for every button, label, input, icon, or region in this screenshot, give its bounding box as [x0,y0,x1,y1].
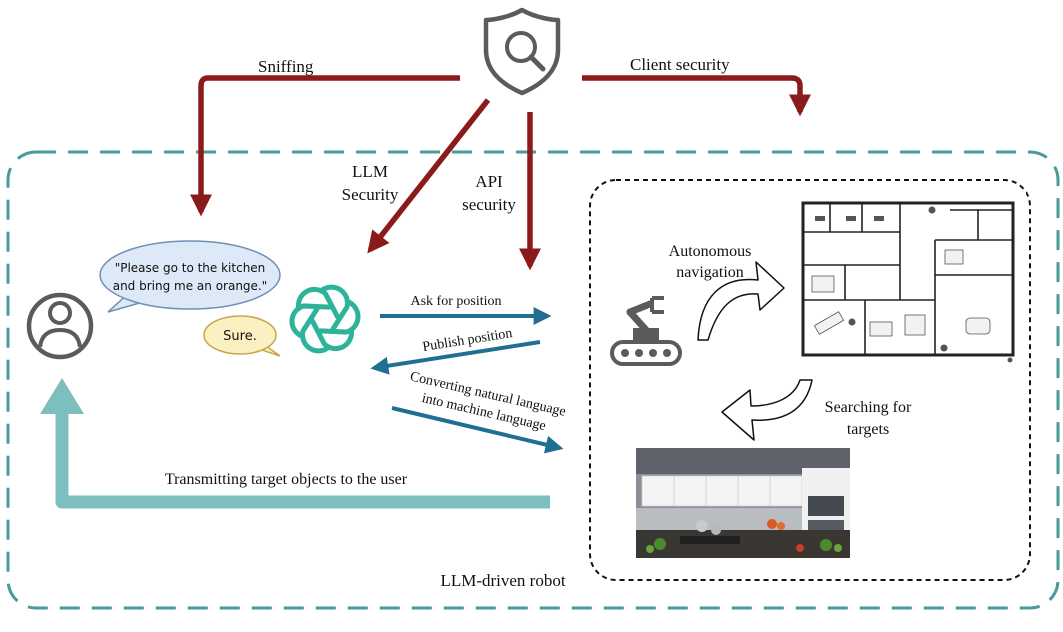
autonomous-navigation-arrow [697,261,785,341]
autonomous-navigation-label-line2: navigation [676,264,744,281]
llm-security-label-line1: LLM [352,162,388,181]
transmit-to-user-arrow [55,410,550,509]
system-label: LLM-driven robot [440,571,565,590]
llm-security-arrow [367,98,491,254]
kitchen-photo [636,448,850,558]
user-request-line1: "Please go to the kitchen [115,261,266,275]
sniffing-arrow [190,75,460,217]
autonomous-navigation-label-line1: Autonomous [669,243,752,260]
publish-position-arrow [370,340,541,375]
client-security-label: Client security [630,55,730,74]
searching-targets-label-line2: targets [847,421,889,438]
convert-language-arrow [391,406,564,454]
transmit-label: Transmitting target objects to the user [165,471,408,488]
publish-position-label: Publish position [422,326,514,355]
openai-logo-icon [289,284,361,354]
api-security-label-line1: API [475,172,503,191]
transmit-arrowhead [40,378,84,414]
robot-subsystem-boundary [589,179,1031,581]
sniffing-label: Sniffing [258,57,314,76]
searching-targets-arrow [721,379,813,441]
llm-reply-text: Sure. [223,329,257,344]
llm-reply-bubble: Sure. [203,315,281,357]
llm-driven-robot-boundary [6,150,1060,610]
floor-plan-map [796,190,1026,368]
user-request-line2: and bring me an orange." [113,279,268,293]
user-circle-icon [26,292,94,360]
user-speech-bubble: "Please go to the kitchen and bring me a… [99,240,281,313]
api-security-label-line2: security [462,195,516,214]
searching-targets-label-line1: Searching for [825,399,912,416]
client-security-arrow [582,75,811,117]
robot-arm-icon [610,296,682,366]
llm-security-label-line2: Security [342,185,399,204]
ask-position-label: Ask for position [411,294,502,309]
shield-search-icon [483,7,561,96]
